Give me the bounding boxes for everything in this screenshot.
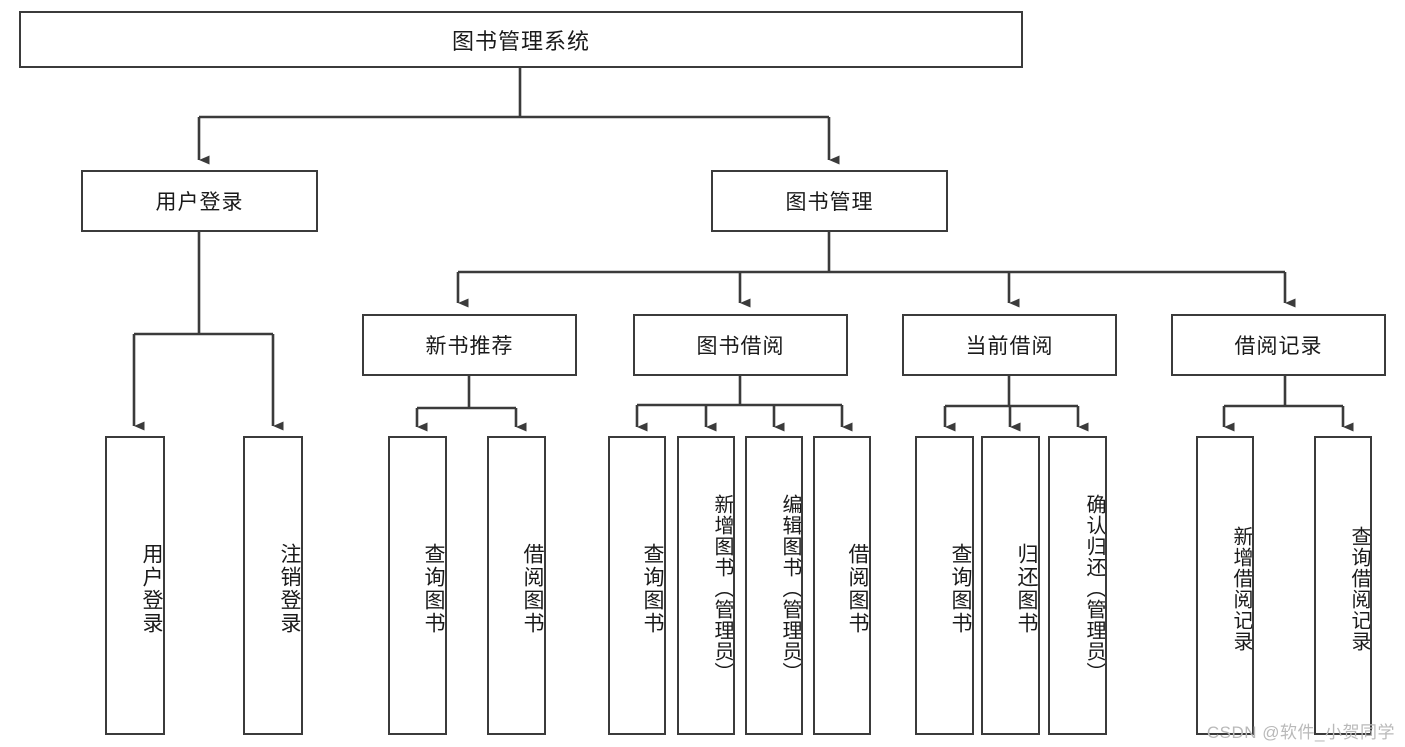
node-borrow-record-label: 借阅记录: [1234, 335, 1323, 358]
node-leaf-query-book-3-label: 查询图书: [949, 542, 972, 635]
node-leaf-confirm-return-label: 确认归还（管理员）: [1083, 494, 1105, 683]
node-leaf-query-record-label: 查询借阅记录: [1348, 525, 1370, 652]
node-leaf-query-book-1[interactable]: 查询图书: [388, 436, 447, 735]
node-new-book-recommend[interactable]: 新书推荐: [362, 314, 577, 376]
node-leaf-edit-book-label: 编辑图书（管理员）: [779, 494, 801, 683]
node-leaf-borrow-book-2-label: 借阅图书: [846, 542, 869, 635]
node-book-borrow-label: 图书借阅: [696, 335, 785, 358]
node-leaf-query-book-2-label: 查询图书: [641, 542, 664, 635]
node-leaf-borrow-book-2[interactable]: 借阅图书: [813, 436, 871, 735]
node-new-book-recommend-label: 新书推荐: [425, 335, 514, 358]
node-leaf-add-book-label: 新增图书（管理员）: [711, 494, 733, 683]
node-leaf-user-login-label: 用户登录: [140, 542, 163, 635]
node-leaf-user-logout[interactable]: 注销登录: [243, 436, 303, 735]
node-book-borrow[interactable]: 图书借阅: [633, 314, 848, 376]
node-leaf-confirm-return[interactable]: 确认归还（管理员）: [1048, 436, 1107, 735]
node-user-login-label: 用户登录: [155, 191, 244, 214]
node-leaf-query-book-2[interactable]: 查询图书: [608, 436, 666, 735]
node-leaf-user-login[interactable]: 用户登录: [105, 436, 165, 735]
node-current-borrow-label: 当前借阅: [965, 335, 1054, 358]
node-leaf-borrow-book-1-label: 借阅图书: [521, 542, 544, 635]
node-leaf-return-book-label: 归还图书: [1015, 542, 1038, 635]
node-leaf-user-logout-label: 注销登录: [278, 542, 301, 635]
node-leaf-query-record[interactable]: 查询借阅记录: [1314, 436, 1372, 735]
node-user-login[interactable]: 用户登录: [81, 170, 318, 232]
node-leaf-return-book[interactable]: 归还图书: [981, 436, 1040, 735]
node-leaf-query-book-3[interactable]: 查询图书: [915, 436, 974, 735]
node-book-manage[interactable]: 图书管理: [711, 170, 948, 232]
node-leaf-query-book-1-label: 查询图书: [422, 542, 445, 635]
node-leaf-add-book[interactable]: 新增图书（管理员）: [677, 436, 735, 735]
node-leaf-edit-book[interactable]: 编辑图书（管理员）: [745, 436, 803, 735]
node-leaf-add-record[interactable]: 新增借阅记录: [1196, 436, 1254, 735]
node-root-label: 图书管理系统: [451, 28, 590, 54]
node-borrow-record[interactable]: 借阅记录: [1171, 314, 1386, 376]
node-current-borrow[interactable]: 当前借阅: [902, 314, 1117, 376]
node-leaf-add-record-label: 新增借阅记录: [1230, 525, 1252, 652]
node-book-manage-label: 图书管理: [785, 191, 874, 214]
node-root[interactable]: 图书管理系统: [19, 11, 1023, 68]
node-leaf-borrow-book-1[interactable]: 借阅图书: [487, 436, 546, 735]
